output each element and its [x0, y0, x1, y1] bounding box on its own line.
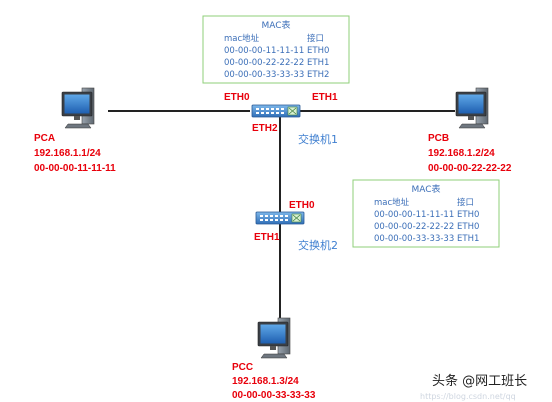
- mac-table-1-title: MAC表: [261, 19, 290, 31]
- mac-table-1-col-mac: mac地址: [224, 33, 260, 44]
- switch1-port-eth0: ETH0: [224, 92, 250, 103]
- mac-table-1-col-port: 接口: [307, 33, 324, 44]
- switch1-label: 交换机1: [298, 132, 338, 146]
- mac-table-2-row-1-mac: 00-00-00-11-11-11: [374, 210, 454, 220]
- switch2-port-eth0: ETH0: [289, 200, 315, 211]
- pcb-ip: 192.168.1.2/24: [428, 148, 495, 159]
- pca-computer-icon: [61, 87, 95, 129]
- mac-table-2-row-2-port: ETH0: [457, 222, 479, 232]
- mac-table-1-row-2-port: ETH1: [307, 58, 329, 68]
- pca-name: PCA: [34, 133, 55, 144]
- mac-table-1-row-2-mac: 00-00-00-22-22-22: [224, 58, 304, 68]
- mac-table-2-row-3-mac: 00-00-00-33-33-33: [374, 234, 454, 244]
- pcb-name: PCB: [428, 133, 449, 144]
- pca-mac: 00-00-00-11-11-11: [34, 163, 116, 174]
- watermark-text: 头条 @网工班长: [432, 373, 527, 389]
- switch1-icon: [251, 104, 301, 118]
- pcc-computer-icon: [257, 317, 291, 359]
- switch2-label: 交换机2: [298, 238, 338, 252]
- mac-table-2: MAC表 mac地址 接口 00-00-00-11-11-11 ETH0 00-…: [352, 179, 500, 248]
- pcc-ip: 192.168.1.3/24: [232, 376, 299, 387]
- watermark-url: https://blog.csdn.net/qq: [420, 392, 516, 401]
- mac-table-2-col-mac: mac地址: [374, 197, 410, 208]
- switch1-port-eth1: ETH1: [312, 92, 338, 103]
- pcc-mac: 00-00-00-33-33-33: [232, 390, 316, 401]
- mac-table-2-row-1-port: ETH0: [457, 210, 479, 220]
- mac-table-1-row-1-mac: 00-00-00-11-11-11: [224, 46, 304, 56]
- mac-table-1: MAC表 mac地址 接口 00-00-00-11-11-11 ETH0 00-…: [202, 15, 350, 84]
- mac-table-2-row-3-port: ETH1: [457, 234, 479, 244]
- mac-table-1-row-3-mac: 00-00-00-33-33-33: [224, 70, 304, 80]
- pca-ip: 192.168.1.1/24: [34, 148, 101, 159]
- pcb-computer-icon: [455, 87, 489, 129]
- mac-table-1-row-3-port: ETH2: [307, 70, 329, 80]
- switch2-port-eth1: ETH1: [254, 232, 280, 243]
- mac-table-2-row-2-mac: 00-00-00-22-22-22: [374, 222, 454, 232]
- mac-table-1-row-1-port: ETH0: [307, 46, 329, 56]
- mac-table-2-col-port: 接口: [457, 197, 474, 208]
- mac-table-2-title: MAC表: [411, 183, 440, 195]
- switch2-icon: [255, 211, 305, 225]
- pcc-name: PCC: [232, 362, 253, 373]
- switch1-port-eth2: ETH2: [252, 123, 278, 134]
- pcb-mac: 00-00-00-22-22-22: [428, 163, 512, 174]
